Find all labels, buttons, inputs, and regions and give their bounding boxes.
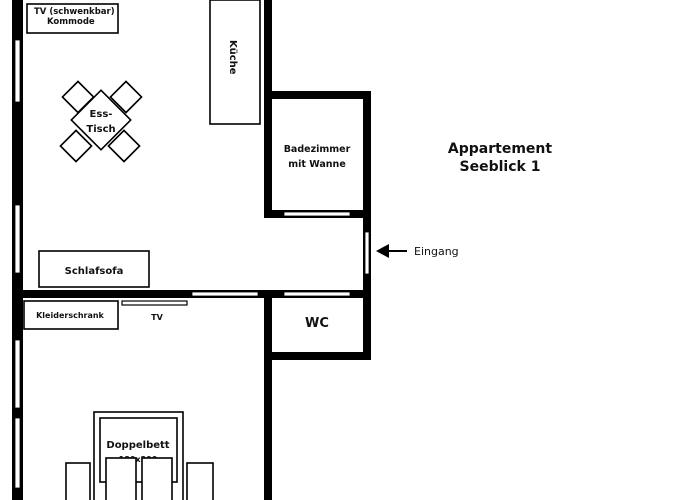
nightstand-left (65, 462, 91, 500)
window-left-1 (14, 39, 21, 103)
double-bed-label: Doppelbett (106, 440, 169, 451)
wall-corridor-right (363, 210, 371, 360)
window-left-4 (14, 417, 21, 489)
pillow-left (105, 457, 137, 500)
dresser-label: Kommode (47, 17, 95, 27)
entrance-door (364, 231, 370, 275)
nightstand-right (186, 462, 214, 500)
dining-table: Ess- Tisch (59, 80, 143, 163)
pillow-right (141, 457, 173, 500)
wall-bath-left (264, 91, 272, 218)
tv-dresser: TV (schwenkbar) Kommode (26, 3, 119, 34)
kitchen-counter (209, 0, 261, 125)
wc-label: WC (305, 316, 329, 331)
sofa-bed-box (38, 250, 150, 288)
wall-bath-right (363, 91, 371, 218)
tv-swivel-label: TV (schwenkbar) (34, 7, 115, 17)
tv-bedroom-bar (121, 300, 188, 306)
table-top (70, 89, 132, 151)
wardrobe: Kleiderschrank (23, 300, 119, 330)
window-left-3 (14, 339, 21, 409)
sofa-bed: Schlafsofa (38, 250, 150, 288)
dining-label-2: Tisch (86, 124, 115, 135)
chair-top-right (109, 80, 143, 114)
kitchen-label: Küche (227, 40, 238, 75)
wall-partition (12, 290, 371, 298)
door-bathroom (283, 211, 351, 217)
wall-wc-left (264, 290, 272, 360)
tv-bedroom: TV (121, 300, 188, 322)
walls (12, 0, 371, 500)
wall-kitchen-right (264, 0, 272, 96)
bathroom-label-2: mit Wanne (288, 159, 346, 170)
bed-size-label: 180x200 (119, 455, 158, 464)
windows (14, 39, 370, 489)
kitchen: Küche (209, 0, 261, 125)
bathroom-label-1: Badezimmer (284, 144, 351, 155)
entrance-arrow-icon (376, 244, 389, 258)
sofa-bed-label: Schlafsofa (65, 266, 124, 277)
wardrobe-box (23, 300, 119, 330)
bathroom: Badezimmer mit Wanne (284, 144, 351, 170)
title-line-1: Appartement (448, 141, 552, 157)
plan-title: Appartement Seeblick 1 (448, 141, 552, 175)
wall-bedroom-right (264, 352, 272, 500)
window-left-2 (14, 204, 21, 274)
tv-bedroom-label: TV (151, 313, 163, 322)
wardrobe-label: Kleiderschrank (36, 311, 104, 320)
door-wc (283, 291, 351, 297)
double-bed: Doppelbett 180x200 (65, 411, 214, 500)
title-line-2: Seeblick 1 (460, 159, 541, 175)
wall-wc-bottom (264, 352, 371, 360)
entrance-marker: Eingang (376, 244, 459, 258)
dining-label-1: Ess- (90, 109, 113, 120)
door-living-bedroom (191, 291, 259, 297)
wall-bath-top (264, 91, 371, 99)
chair-bottom-right (107, 129, 141, 163)
wc: WC (305, 316, 329, 331)
entrance-label: Eingang (414, 245, 459, 258)
chair-bottom-left (59, 129, 93, 163)
tv-dresser-box (26, 3, 119, 34)
